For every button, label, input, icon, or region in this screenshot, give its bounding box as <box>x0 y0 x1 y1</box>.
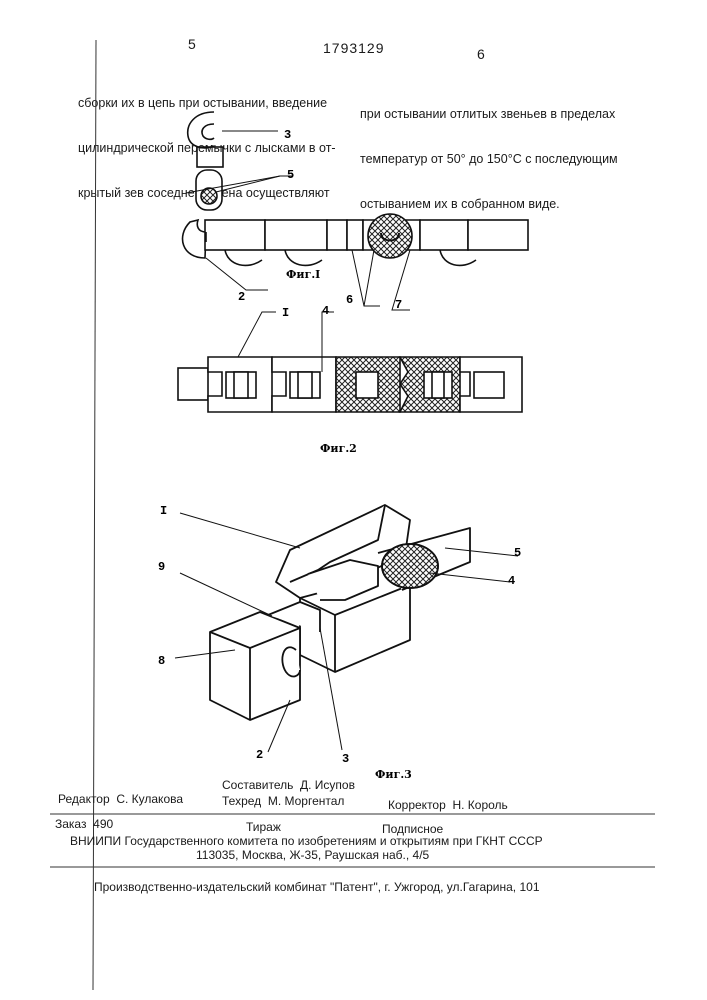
address: 113035, Москва, Ж-35, Раушская наб., 4/5 <box>196 848 429 862</box>
institute: ВНИИПИ Государственного комитета по изоб… <box>70 834 543 848</box>
order-number: Заказ 490 <box>55 817 113 831</box>
circulation: Тираж <box>246 820 281 834</box>
printer: Производственно-издательский комбинат "П… <box>94 880 540 894</box>
